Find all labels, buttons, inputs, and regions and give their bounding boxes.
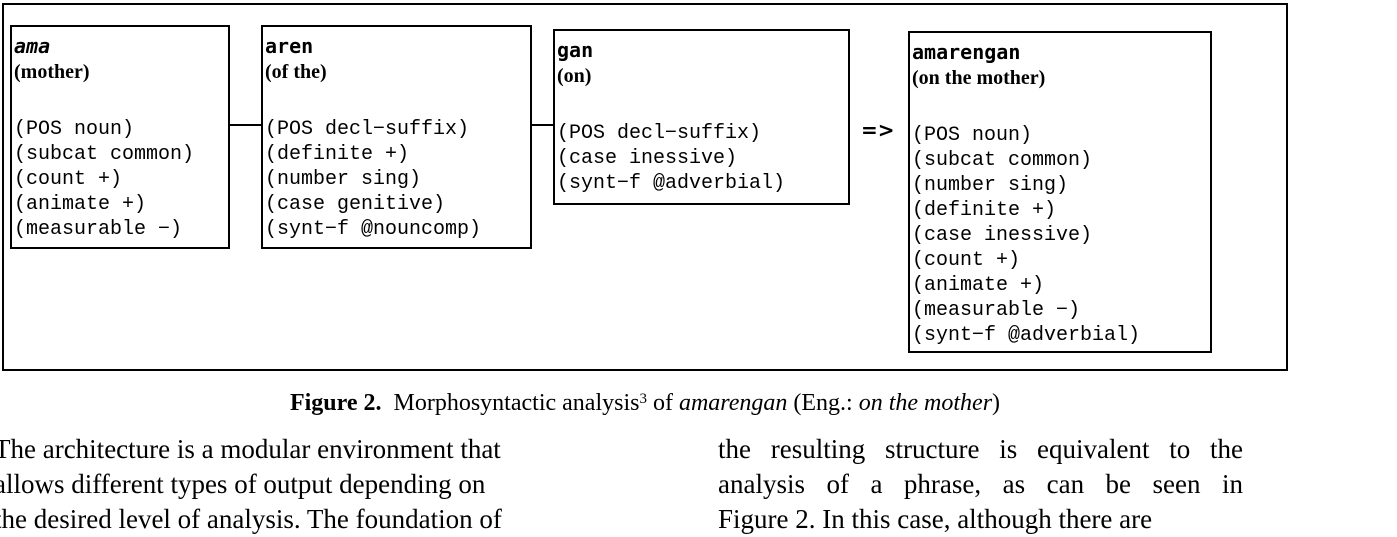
morpheme-word: aren bbox=[265, 34, 314, 58]
feature-line: (synt−f @nouncomp) bbox=[265, 218, 482, 241]
morpheme-box-gan: gan (on) (POS decl−suffix) (case inessiv… bbox=[553, 29, 850, 205]
feature-line: (POS decl−suffix) bbox=[557, 122, 762, 145]
result-arrow: => bbox=[861, 118, 895, 142]
feature-line: (definite +) bbox=[265, 143, 410, 166]
feature-list: (POS decl−suffix) (case inessive) (synt−… bbox=[557, 121, 848, 196]
feature-line: (synt−f @adverbial) bbox=[557, 172, 786, 195]
feature-line: (subcat common) bbox=[912, 149, 1093, 172]
caption-text: ) bbox=[992, 390, 1001, 416]
morpheme-box-aren: aren (of the) (POS decl−suffix) (definit… bbox=[261, 25, 532, 249]
feature-line: (POS noun) bbox=[14, 118, 135, 141]
feature-line: (POS decl−suffix) bbox=[265, 118, 470, 141]
body-line: allows different types of output dependi… bbox=[0, 469, 486, 499]
body-line: The architecture is a modular environmen… bbox=[0, 434, 501, 464]
morpheme-word: gan bbox=[557, 38, 594, 62]
caption-text: Morphosyntactic analysis bbox=[393, 390, 640, 416]
figure-frame bbox=[2, 3, 1288, 371]
feature-line: (animate +) bbox=[912, 274, 1045, 297]
body-line: Figure 2. In this case, although there a… bbox=[718, 504, 1153, 534]
caption-text: (Eng.: bbox=[787, 390, 859, 416]
morpheme-gloss: (mother) bbox=[14, 61, 90, 83]
caption-text: of bbox=[646, 390, 679, 416]
figure-caption: Figure 2. Morphosyntactic analysis3 of a… bbox=[0, 384, 1290, 418]
feature-line: (subcat common) bbox=[14, 143, 195, 166]
feature-line: (measurable −) bbox=[912, 299, 1081, 322]
body-line: the resulting structure is equivalent to… bbox=[718, 434, 1243, 464]
caption-label: Figure 2. bbox=[289, 390, 382, 416]
body-line: the desired level of analysis. The found… bbox=[0, 504, 502, 534]
feature-line: (synt−f @adverbial) bbox=[912, 324, 1141, 347]
morpheme-gloss: (on) bbox=[557, 65, 592, 87]
feature-line: (case genitive) bbox=[265, 193, 446, 216]
caption-translation: on the mother bbox=[858, 390, 993, 416]
feature-line: (definite +) bbox=[912, 199, 1057, 222]
connector-line bbox=[532, 124, 553, 126]
feature-line: (number sing) bbox=[912, 174, 1069, 197]
footnote-marker[interactable]: 3 bbox=[639, 391, 647, 407]
feature-list: (POS noun) (subcat common) (count +) (an… bbox=[14, 117, 228, 242]
feature-list: (POS decl−suffix) (definite +) (number s… bbox=[265, 117, 530, 242]
feature-line: (case inessive) bbox=[557, 147, 738, 170]
morpheme-gloss: (of the) bbox=[265, 61, 327, 83]
morpheme-box-ama: ama (mother) (POS noun) (subcat common) … bbox=[10, 25, 230, 249]
feature-line: (measurable −) bbox=[14, 218, 183, 241]
feature-line: (number sing) bbox=[265, 168, 422, 191]
body-line: analysis of a phrase, as can be seen in bbox=[718, 469, 1243, 499]
feature-line: (count +) bbox=[912, 249, 1021, 272]
feature-list: (POS noun) (subcat common) (number sing)… bbox=[912, 123, 1210, 348]
morpheme-word: amarengan bbox=[912, 40, 1021, 64]
connector-line bbox=[230, 124, 261, 126]
body-column-right: the resulting structure is equivalent to… bbox=[718, 432, 1243, 537]
feature-line: (POS noun) bbox=[912, 124, 1033, 147]
feature-line: (animate +) bbox=[14, 193, 147, 216]
morpheme-gloss: (on the mother) bbox=[912, 67, 1046, 89]
morpheme-box-amarengan: amarengan (on the mother) (POS noun) (su… bbox=[908, 31, 1212, 353]
feature-line: (count +) bbox=[14, 168, 123, 191]
caption-term: amarengan bbox=[678, 390, 788, 416]
feature-line: (case inessive) bbox=[912, 224, 1093, 247]
morpheme-word: ama bbox=[14, 34, 51, 58]
body-column-left: The architecture is a modular environmen… bbox=[0, 432, 502, 537]
